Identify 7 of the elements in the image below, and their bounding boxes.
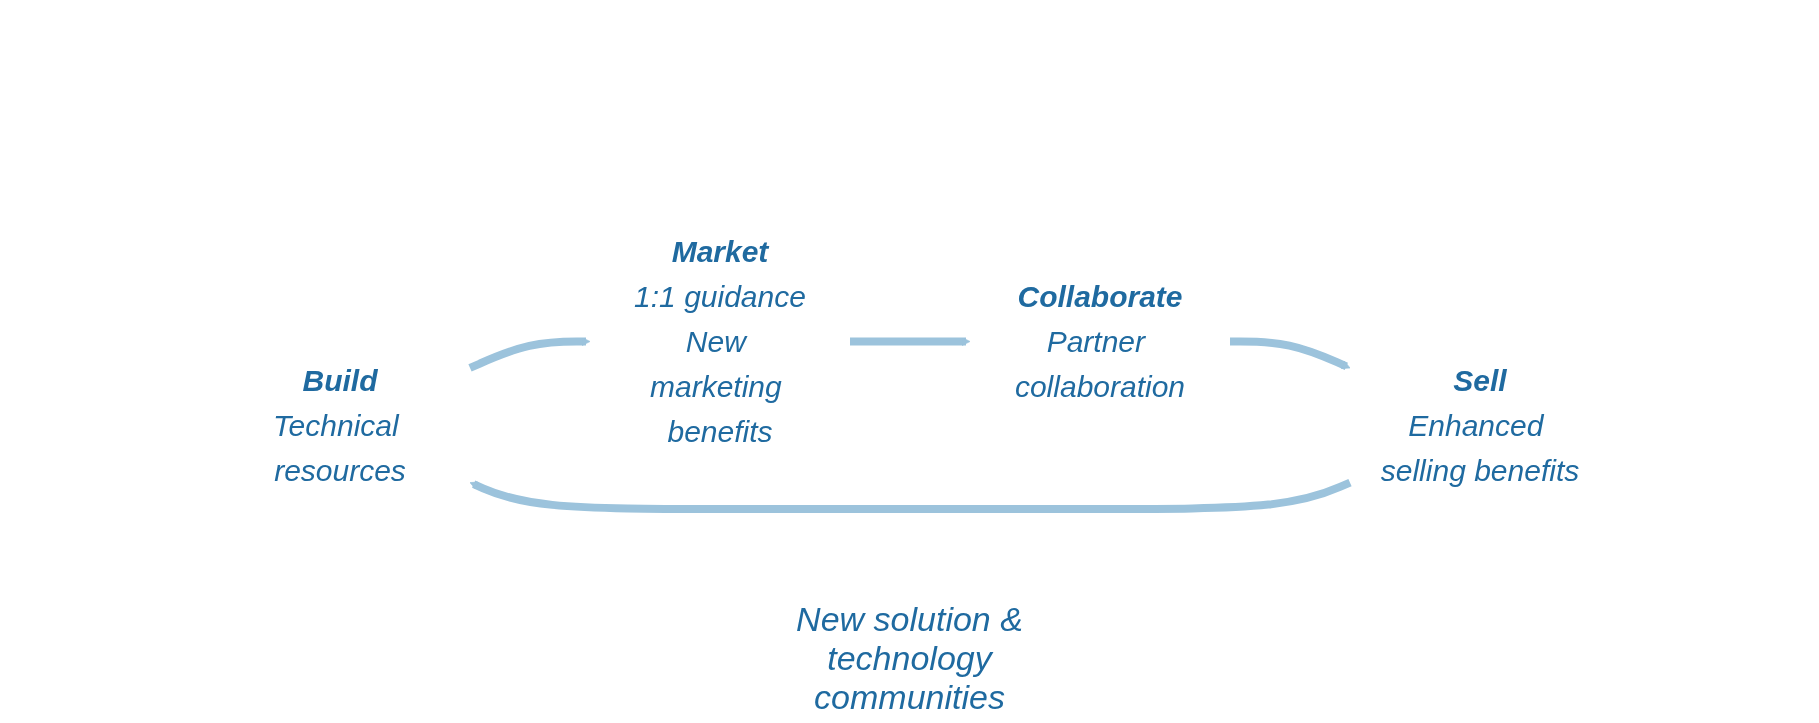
center-note: New solution & technology communities bbox=[795, 600, 1024, 717]
node-text: Build Technical resources bbox=[272, 363, 406, 487]
node-text: Sell Enhanced selling benefits bbox=[1380, 363, 1579, 487]
arrow bbox=[467, 337, 590, 372]
node-text: Collaborate Partner collaboration bbox=[1014, 280, 1185, 403]
node-text: Market 1:1 guidance New marketing benefits bbox=[633, 235, 806, 448]
arrow bbox=[469, 478, 1352, 513]
